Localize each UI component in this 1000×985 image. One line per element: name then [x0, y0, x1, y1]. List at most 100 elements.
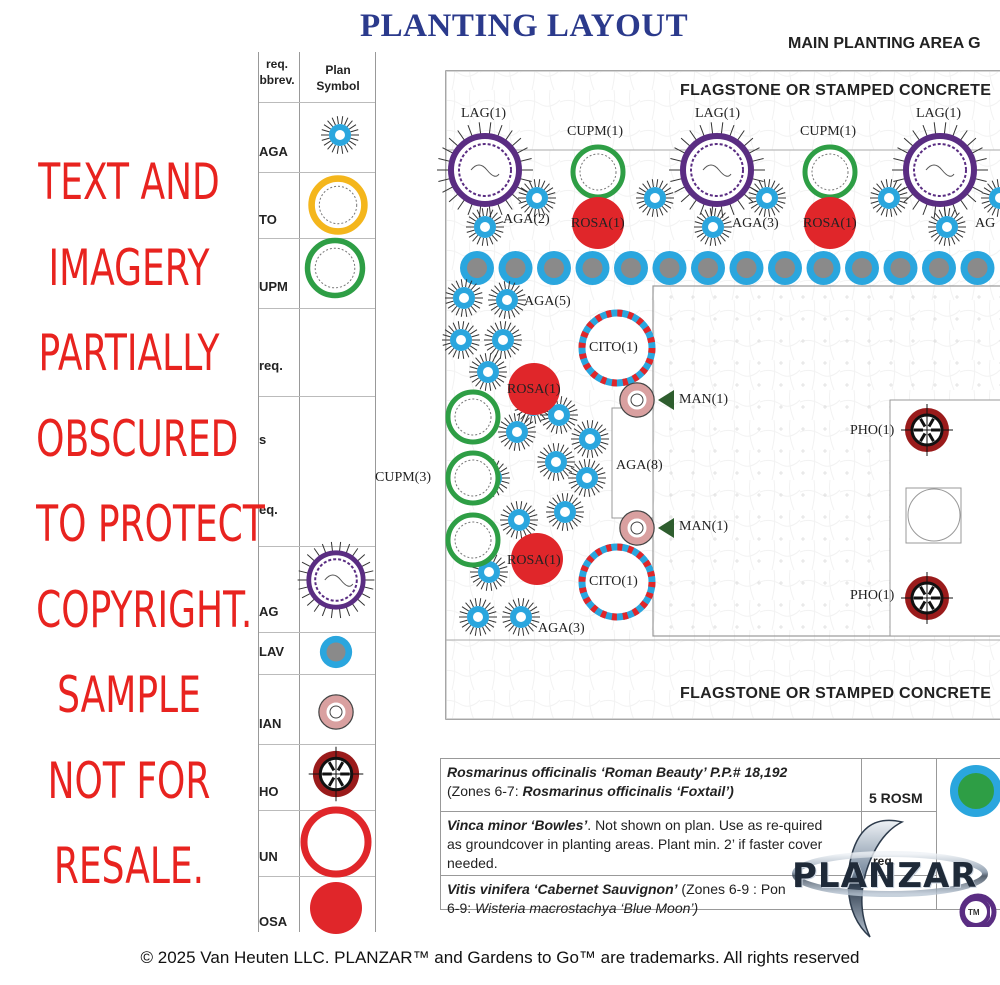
lav-symbol [768, 251, 802, 285]
cito-symbol [308, 175, 368, 235]
plant-label: AG [975, 216, 996, 231]
copyright-watermark: TEXT AND IMAGERY PARTIALLY OBSCURED TO P… [36, 153, 265, 895]
plant-label: CUPM(1) [800, 124, 857, 139]
aga-symbol [748, 179, 786, 217]
aga-symbol [502, 598, 540, 636]
pho-symbol [901, 572, 953, 624]
legend-row-divider [259, 876, 375, 877]
plant-label: MAN(1) [679, 392, 728, 407]
lag-symbol [297, 541, 375, 619]
lag-symbol [669, 122, 765, 218]
plant-label: ROSA(1) [571, 216, 625, 231]
aga-symbol [870, 179, 908, 217]
lav-symbol [691, 251, 725, 285]
rosa-symbol [572, 197, 624, 249]
man-symbol [619, 510, 655, 546]
legend-row-divider [259, 744, 375, 745]
legend-row-divider [259, 102, 375, 103]
legend-row-divider [259, 238, 375, 239]
aga-symbol [694, 208, 732, 246]
lav-symbol [922, 251, 956, 285]
lav-symbol [537, 251, 571, 285]
lav-symbol [960, 251, 995, 285]
aga-symbol [928, 208, 966, 246]
legend-divider [299, 52, 300, 932]
legend-row-divider [259, 308, 375, 309]
plant-label: LAG(1) [916, 106, 962, 121]
man-symbol [619, 382, 655, 418]
aga-symbol [540, 396, 578, 434]
pointer-arrow-icon [658, 390, 674, 410]
legend-abbrev: AG [259, 604, 279, 619]
plant-label: CITO(1) [589, 574, 638, 589]
aga-symbol [981, 179, 1000, 217]
plant-label: CUPM(3) [375, 470, 432, 485]
cupm-symbol [445, 512, 501, 568]
pho-symbol [901, 404, 953, 456]
aga-symbol [466, 208, 504, 246]
lav-symbol [845, 251, 879, 285]
page-title: PLANTING LAYOUT [360, 8, 689, 44]
lav-symbol [806, 251, 841, 285]
table-row: Vinca minor ‘Bowles’. Not shown on plan.… [441, 812, 936, 876]
cupm-symbol [445, 450, 501, 506]
plant-label: AGA(3) [538, 621, 585, 636]
plant-label: ROSA(1) [507, 553, 561, 568]
aga-symbol [636, 179, 674, 217]
legend-abbrev: OSA [259, 914, 288, 929]
gun-symbol [300, 806, 372, 878]
aga-symbol [459, 598, 497, 636]
rosa-symbol [310, 882, 362, 934]
plant-label: MAN(1) [679, 519, 728, 534]
lav-symbol [498, 251, 533, 285]
plant-schedule-table: Rosmarinus officinalis ‘Roman Beauty’ P.… [440, 758, 1000, 927]
aga-symbol [442, 321, 480, 359]
aga-symbol [498, 413, 536, 451]
legend-abbrev: req. [259, 358, 283, 373]
aga-symbol [469, 353, 507, 391]
aga-symbol [537, 443, 575, 481]
round-feature [907, 488, 961, 542]
legend-abbrev: UN [259, 849, 278, 864]
table-divider [936, 759, 937, 909]
cupm-symbol [802, 144, 858, 200]
lav-symbol [575, 251, 610, 285]
aga-symbol [321, 116, 359, 154]
lav-symbol [614, 251, 648, 285]
table-row: Vitis vinifera ‘Cabernet Sauvignon’ (Zon… [447, 881, 786, 916]
planzar-logo: PLANZAR TM [790, 812, 991, 942]
plant-label: PHO(1) [850, 423, 895, 438]
aga8-bed [611, 407, 654, 519]
plant-label: ROSA(1) [803, 216, 857, 231]
aga-symbol [571, 420, 609, 458]
lag-symbol [892, 122, 988, 218]
lag-symbol [437, 122, 533, 218]
lav-symbol [652, 251, 687, 285]
legend-abbrev: AGA [259, 144, 288, 159]
plant-label: ROSA(1) [507, 382, 561, 397]
legend-abbrev: eq. [259, 502, 278, 517]
rosa-symbol [511, 533, 563, 585]
flagstone-label-bottom: FLAGSTONE OR STAMPED CONCRETE [680, 685, 992, 702]
pho-symbol [308, 746, 364, 802]
aga-symbol [568, 459, 606, 497]
lav-symbol [319, 635, 353, 669]
plant-label: CITO(1) [589, 340, 638, 355]
plant-label: LAG(1) [695, 106, 741, 121]
table-row: Rosmarinus officinalis ‘Roman Beauty’ P.… [441, 759, 936, 812]
copyright-footer: © 2025 Van Heuten LLC. PLANZAR™ and Gard… [140, 948, 860, 967]
rosa-symbol [804, 197, 856, 249]
area-subtitle: MAIN PLANTING AREA G [788, 35, 981, 52]
legend-abbrev: s [259, 432, 267, 447]
aga-symbol [445, 279, 483, 317]
legend-abbrev: IAN [259, 716, 282, 731]
plant-label: AGA(3) [732, 216, 779, 231]
plant-label: PHO(1) [850, 588, 895, 603]
lav-symbol [460, 251, 494, 285]
logo-trademark: TM [968, 908, 980, 917]
lav-symbol [729, 251, 764, 285]
plant-label: AGA(2) [503, 212, 550, 227]
legend-row-divider [259, 674, 375, 675]
